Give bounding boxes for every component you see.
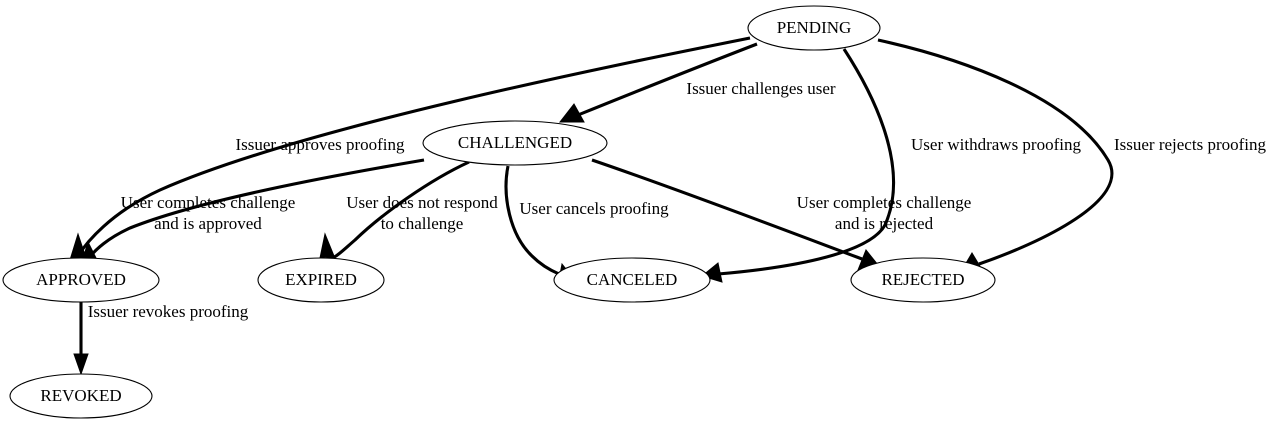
edge-label-line: and is rejected: [835, 214, 934, 233]
edge-label-challenged-canceled: User cancels proofing: [519, 199, 669, 218]
edge-label-challenged-rejected: User completes challenge and is rejected: [797, 193, 972, 233]
edge-label-pending-challenged: Issuer challenges user: [686, 79, 836, 98]
state-node-label: REVOKED: [40, 386, 121, 405]
state-node-shape[interactable]: [422, 120, 608, 166]
edge-approved-revoked: [73, 302, 89, 376]
state-node-label: APPROVED: [36, 270, 126, 289]
edge-label-line: User completes challenge: [797, 193, 972, 212]
arrowhead-icon: [319, 232, 335, 259]
edge-label-pending-rejected: Issuer rejects proofing: [1114, 135, 1267, 154]
nodes-layer: PENDING CHALLENGED APPROVED EXPIRED CANCELED…: [2, 5, 996, 419]
edge-label-line: Issuer approves proofing: [235, 135, 405, 154]
edge-label-line: to challenge: [381, 214, 464, 233]
state-node-canceled[interactable]: CANCELED: [553, 257, 711, 303]
edge-label-pending-canceled: User withdraws proofing: [911, 135, 1081, 154]
state-node-shape[interactable]: [2, 257, 160, 303]
edge-line-pending-canceled: [717, 48, 895, 276]
edge-challenged-expired: [319, 160, 470, 260]
edge-label-line: User completes challenge: [121, 193, 296, 212]
edge-label-pending-approved: Issuer approves proofing: [235, 135, 405, 154]
state-node-shape[interactable]: [257, 257, 385, 303]
arrowhead-icon: [73, 353, 89, 376]
state-node-shape[interactable]: [850, 257, 996, 303]
edge-pending-challenged: [558, 42, 758, 123]
state-node-shape[interactable]: [9, 373, 153, 419]
state-node-label: REJECTED: [881, 270, 964, 289]
edge-line-challenged-approved: [88, 158, 425, 258]
edge-line-pending-rejected: [877, 38, 1114, 266]
edge-label-challenged-expired: User does not respond to challenge: [346, 193, 498, 233]
state-node-revoked[interactable]: REVOKED: [9, 373, 153, 419]
edge-label-line: User cancels proofing: [519, 199, 669, 218]
state-node-label: CHALLENGED: [458, 133, 572, 152]
state-node-shape[interactable]: [747, 5, 881, 51]
state-node-label: CANCELED: [587, 270, 678, 289]
state-node-rejected[interactable]: REJECTED: [850, 257, 996, 303]
edge-label-line: and is approved: [154, 214, 262, 233]
edge-label-line: User does not respond: [346, 193, 498, 212]
state-node-shape[interactable]: [553, 257, 711, 303]
edge-line-challenged-rejected: [591, 158, 863, 261]
edge-label-line: Issuer revokes proofing: [88, 302, 249, 321]
edge-line-pending-approved: [76, 36, 751, 257]
edge-pending-rejected: [877, 38, 1114, 274]
edge-label-line: User withdraws proofing: [911, 135, 1081, 154]
state-node-expired[interactable]: EXPIRED: [257, 257, 385, 303]
edge-challenged-canceled: [504, 165, 574, 286]
state-node-label: EXPIRED: [285, 270, 357, 289]
edge-line-pending-challenged: [577, 42, 758, 117]
edge-label-line: Issuer rejects proofing: [1114, 135, 1267, 154]
state-node-pending[interactable]: PENDING: [747, 5, 881, 51]
edge-labels-layer: Issuer approves proofing Issuer challenge…: [88, 79, 1267, 321]
edge-label-approved-revoked: Issuer revokes proofing: [88, 302, 249, 321]
arrowhead-icon: [558, 103, 585, 123]
state-node-approved[interactable]: APPROVED: [2, 257, 160, 303]
edge-label-challenged-approved: User completes challenge and is approved: [121, 193, 296, 233]
edge-line-challenged-expired: [325, 160, 470, 260]
edge-line-challenged-canceled: [504, 165, 560, 276]
state-node-challenged[interactable]: CHALLENGED: [422, 120, 608, 166]
edge-label-line: Issuer challenges user: [686, 79, 836, 98]
state-node-label: PENDING: [777, 18, 852, 37]
